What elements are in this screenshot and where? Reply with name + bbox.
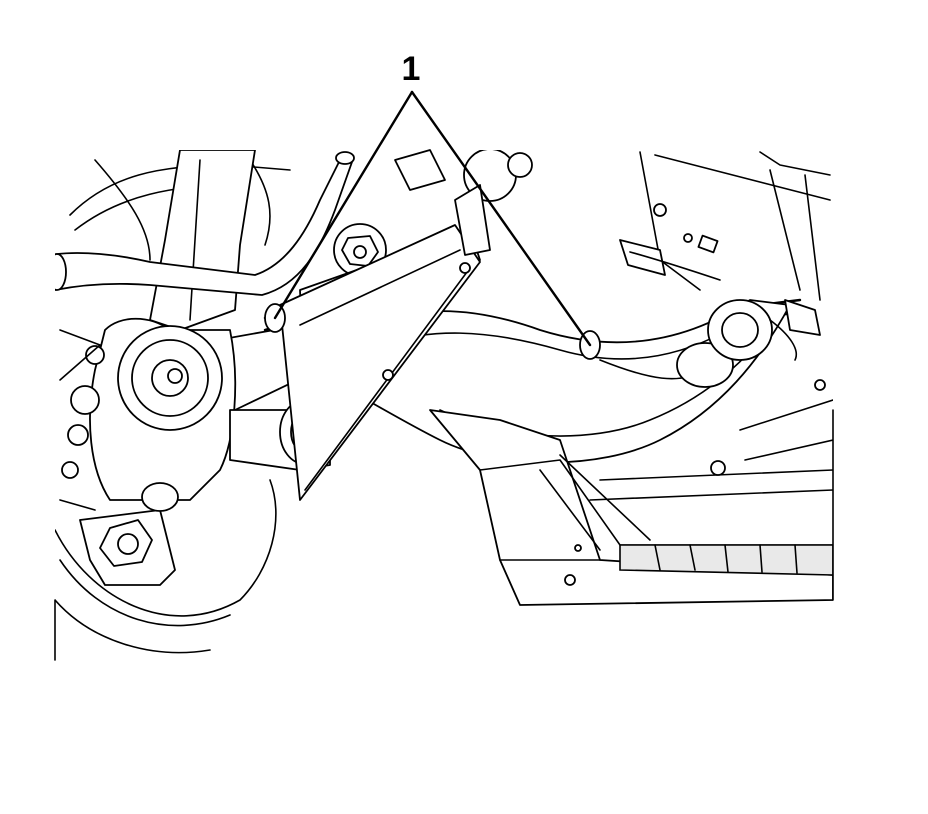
brake-line-bracket xyxy=(264,149,601,501)
vehicle-underbody xyxy=(55,150,833,654)
callout-label-1: 1 xyxy=(401,50,421,88)
callout-leaders xyxy=(273,90,592,347)
